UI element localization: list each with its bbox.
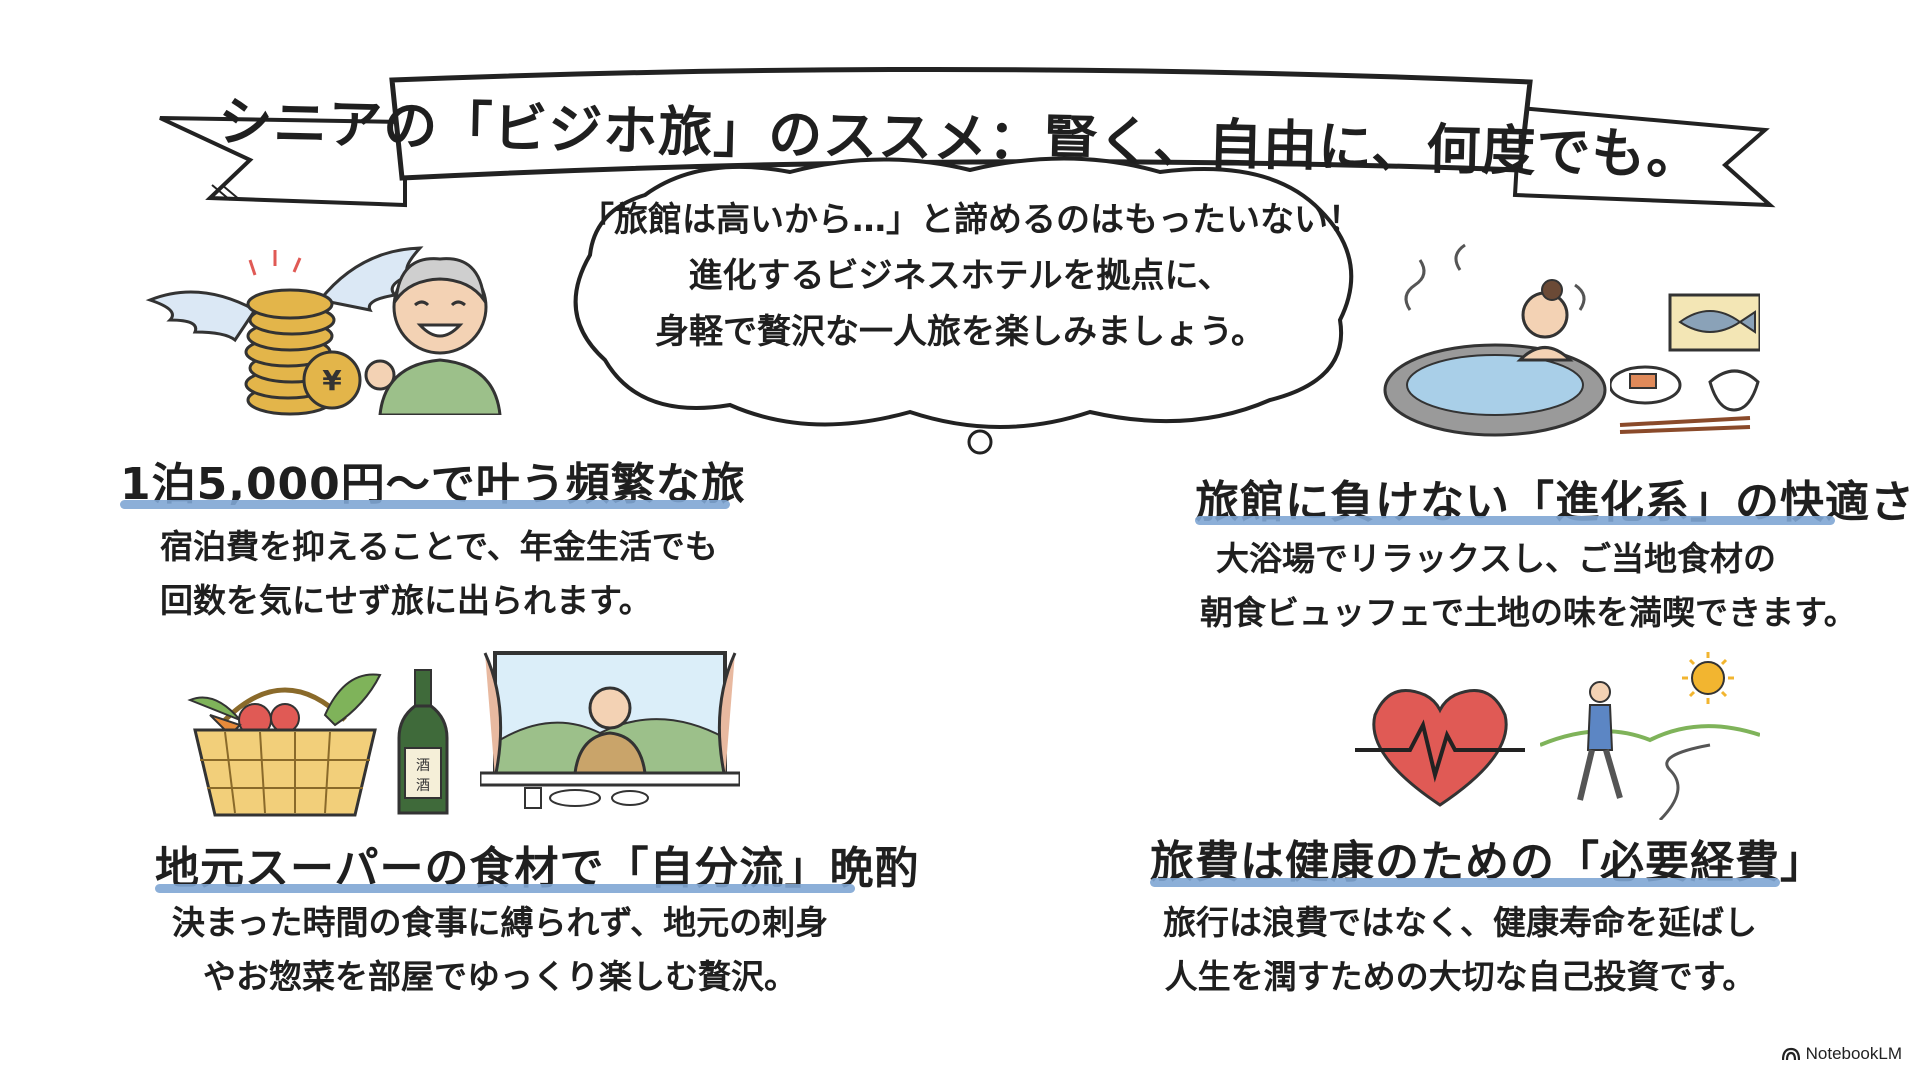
heading-underline	[1150, 878, 1780, 887]
body-line: 人生を潤すための大切な自己投資です。	[1164, 957, 1756, 996]
section-body-local-food: 決まった時間の食事に縛られず、地元の刺身 やお惣菜を部屋でゆっくり楽しむ贅沢。	[150, 896, 850, 1004]
body-line: 朝食ビュッフェで土地の味を満喫できます。	[1200, 593, 1857, 632]
intro-line: 「旅館は高いから…」と諦めるのはもったいない！	[580, 200, 1362, 240]
section-body-health: 旅行は浪費ではなく、健康寿命を延ばし 人生を潤すための大切な自己投資です。	[1140, 896, 1780, 1004]
intro-text: 「旅館は高いから…」と諦めるのはもったいない！ 進化するビジネスホテルを拠点に、…	[580, 192, 1362, 360]
sake-bottle-illustration: 酒 酒	[397, 669, 449, 815]
body-line: 宿泊費を抑えることで、年金生活でも	[160, 527, 718, 566]
walking-senior-illustration	[1540, 652, 1760, 820]
heart-pulse-illustration	[1355, 689, 1525, 807]
body-line: 旅行は浪費ではなく、健康寿命を延ばし	[1163, 903, 1757, 942]
grocery-basket-illustration	[187, 673, 382, 817]
sake-label: 酒	[416, 758, 430, 774]
section-body-cheap-stay: 宿泊費を抑えることで、年金生活でも 回数を気にせず旅に出られます。	[160, 520, 718, 628]
senior-dining-window-illustration	[480, 651, 740, 809]
left-wing-icon	[145, 290, 258, 343]
smiling-senior-illustration	[364, 257, 502, 415]
body-line: 回数を気にせず旅に出られます。	[160, 581, 652, 620]
heading-underline	[155, 884, 855, 893]
breakfast-illustration	[1610, 293, 1760, 434]
section-body-comfort: 大浴場でリラックスし、ご当地食材の 朝食ビュッフェで土地の味を満喫できます。	[1200, 532, 1857, 640]
brand-name: NotebookLM	[1805, 1044, 1902, 1063]
onsen-illustration	[1383, 243, 1607, 437]
intro-line: 進化するビジネスホテルを拠点に、	[688, 256, 1232, 296]
brand-watermark: NotebookLM	[1781, 1044, 1902, 1064]
body-line: 大浴場でリラックスし、ご当地食材の	[1216, 539, 1777, 578]
sun-icon	[1691, 661, 1725, 695]
yen-coin-icon: ¥	[322, 364, 342, 397]
notebooklm-logo-icon	[1781, 1047, 1800, 1061]
body-line: 決まった時間の食事に縛られず、地元の刺身	[171, 903, 829, 942]
intro-line: 身軽で贅沢な一人旅を楽しみましょう。	[655, 312, 1265, 352]
fish-icon	[1678, 310, 1756, 334]
svg-text:酒: 酒	[416, 778, 430, 794]
flying-coins-illustration: ¥	[145, 246, 424, 416]
thought-bubble	[573, 156, 1354, 455]
heading-underline	[1195, 516, 1835, 525]
body-line: やお惣菜を部屋でゆっくり楽しむ贅沢。	[203, 957, 797, 996]
heading-underline	[120, 500, 730, 509]
